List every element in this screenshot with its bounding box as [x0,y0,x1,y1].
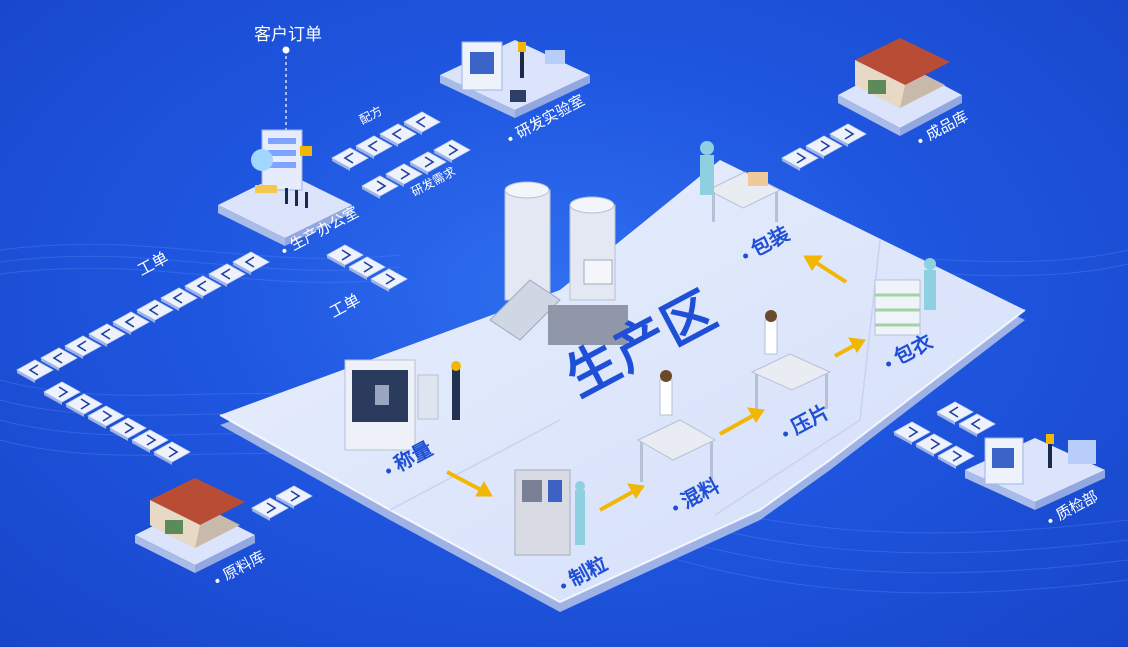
chevron-right-icon [893,421,931,445]
chevron-right-icon [409,151,447,175]
chevron-right-icon [131,429,169,453]
chevron-left-icon [64,335,102,359]
chevron-right-icon [433,139,471,163]
packaging-bench [700,141,782,222]
chevron-right-icon [65,393,103,417]
chevron-right-icon [251,497,289,521]
label-dot [214,577,220,584]
production-platform [219,160,1026,612]
chevron-left-icon [112,311,150,335]
office-platform [218,129,352,246]
chevron-left-icon [184,275,222,299]
flow-arrow-icon [834,337,866,358]
chevron-right-icon [361,175,399,199]
label-dot [1047,517,1053,524]
granulation-machine [514,469,585,556]
order-link-dot [282,46,290,54]
chevron-left-icon [232,251,270,275]
chevron-left-icon [160,287,198,311]
step-dot [672,504,679,512]
chevron-left-icon [936,401,974,425]
chevron-right-icon [370,268,408,292]
coating-rack [874,258,936,336]
chevron-left-icon [88,323,126,347]
chevron-left-icon [379,123,417,147]
chevron-left-icon [958,413,996,437]
chevron-left-icon [40,347,78,371]
label-dot [281,247,287,254]
flow-arrow-icon [599,483,645,512]
label-dot [507,135,513,142]
flow-arrow-icon [803,255,848,284]
chevron-right-icon [829,123,867,147]
flow-arrow-icon [719,407,765,436]
finished-warehouse-platform [838,38,962,136]
mixing-tank-equipment [489,181,628,345]
chevron-right-icon [275,485,313,509]
chevron-left-icon [331,147,369,171]
chevron-left-icon [16,359,54,383]
flow-arrows [446,255,866,512]
chevron-right-icon [326,244,364,268]
chevron-right-icon [385,163,423,187]
raw-warehouse-platform [135,478,255,573]
weighing-machine [344,359,461,451]
chevron-left-icon [208,263,246,287]
step-dot [742,252,749,260]
tableting-bench [750,310,832,409]
chevron-right-icon [348,256,386,280]
chevron-right-icon [109,417,147,441]
chevron-left-icon [355,135,393,159]
customer-order-label: 客户订单 [254,25,322,45]
rnd-lab-platform [440,40,590,118]
chevron-right-icon [153,441,191,465]
label-dot [917,137,923,144]
qc-platform [965,434,1105,510]
chevron-right-icon [781,147,819,171]
chevron-right-icon [805,135,843,159]
chevron-right-icon [937,445,975,469]
chevron-left-icon [403,111,441,135]
chevron-paths [16,111,996,521]
step-dot [782,430,789,438]
chevron-right-icon [43,381,81,405]
chevron-right-icon [87,405,125,429]
step-dot [885,360,892,368]
step-dot [560,582,567,590]
mixing-bench [636,370,717,482]
step-dot [385,467,392,475]
chevron-right-icon [915,433,953,457]
flow-arrow-icon [446,470,493,497]
chevron-left-icon [136,299,174,323]
